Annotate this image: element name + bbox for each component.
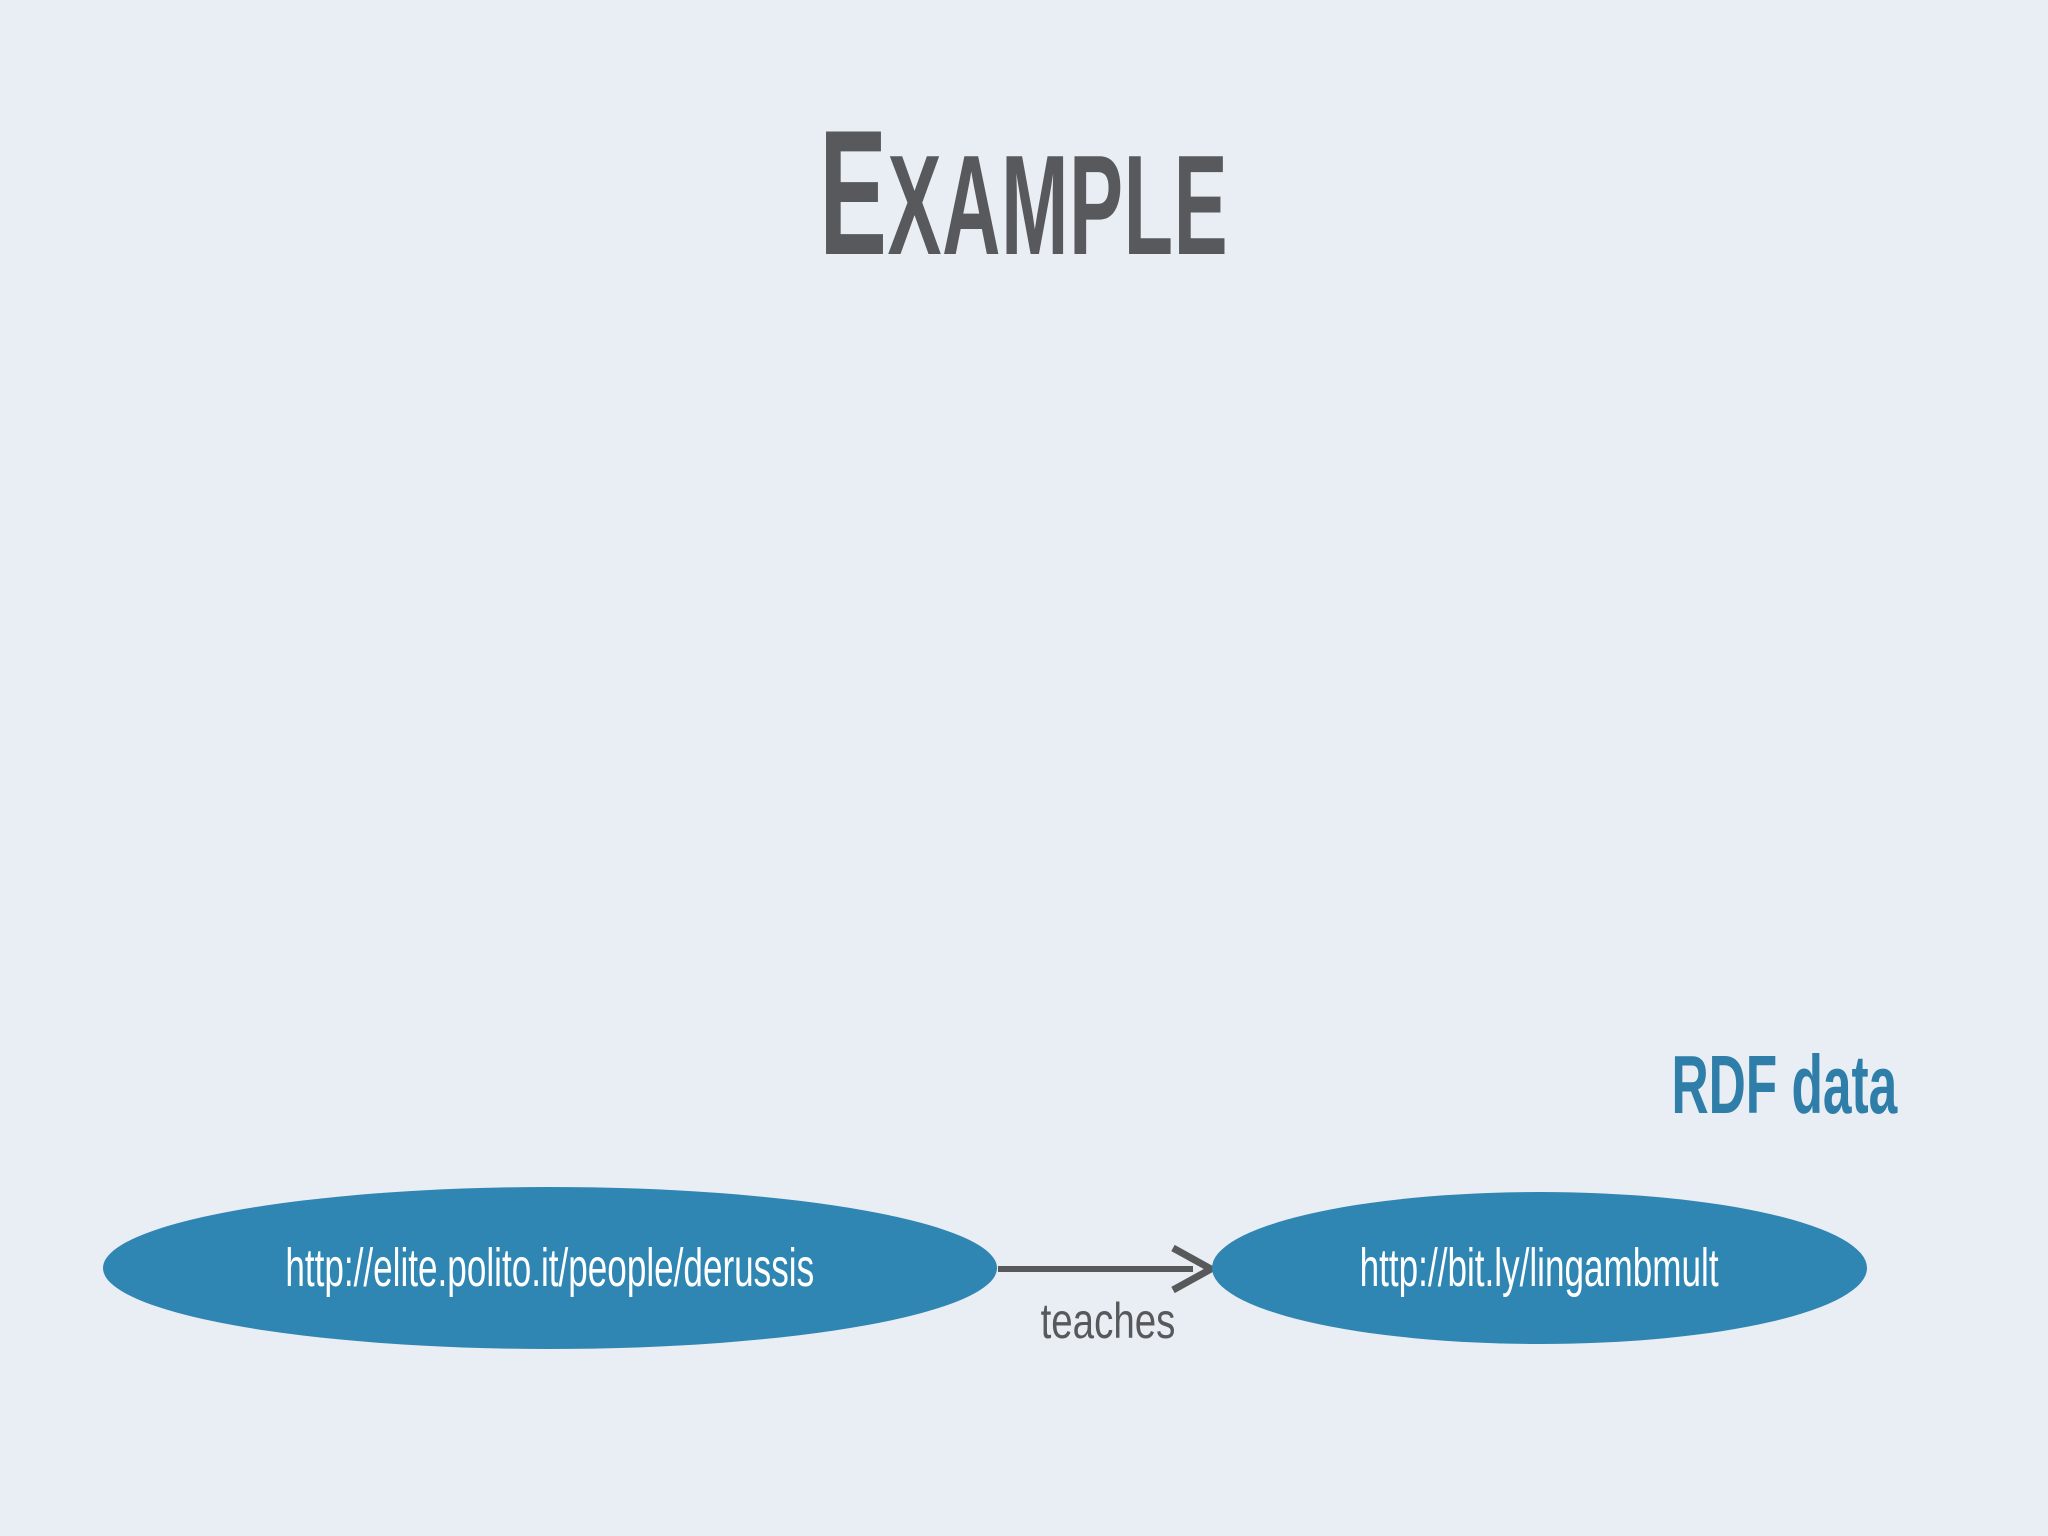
object-node-ellipse: http://bit.ly/lingambmult: [1212, 1192, 1867, 1344]
predicate-arrow: [998, 1244, 1219, 1294]
object-node-label: http://bit.ly/lingambmult: [1360, 1238, 1719, 1298]
predicate-label: teaches: [1040, 1293, 1176, 1349]
rdf-data-label: RDF data: [1671, 1038, 1897, 1131]
page-title-text: EXAMPLE: [820, 104, 1229, 282]
page-title-initial: E: [819, 93, 888, 292]
page-title-rest: XAMPLE: [887, 126, 1229, 285]
page-title: EXAMPLE: [0, 104, 2048, 282]
subject-node-label: http://elite.polito.it/people/derussis: [285, 1238, 815, 1298]
subject-node-ellipse: http://elite.polito.it/people/derussis: [103, 1187, 997, 1349]
arrow-head-icon: [1171, 1244, 1219, 1294]
